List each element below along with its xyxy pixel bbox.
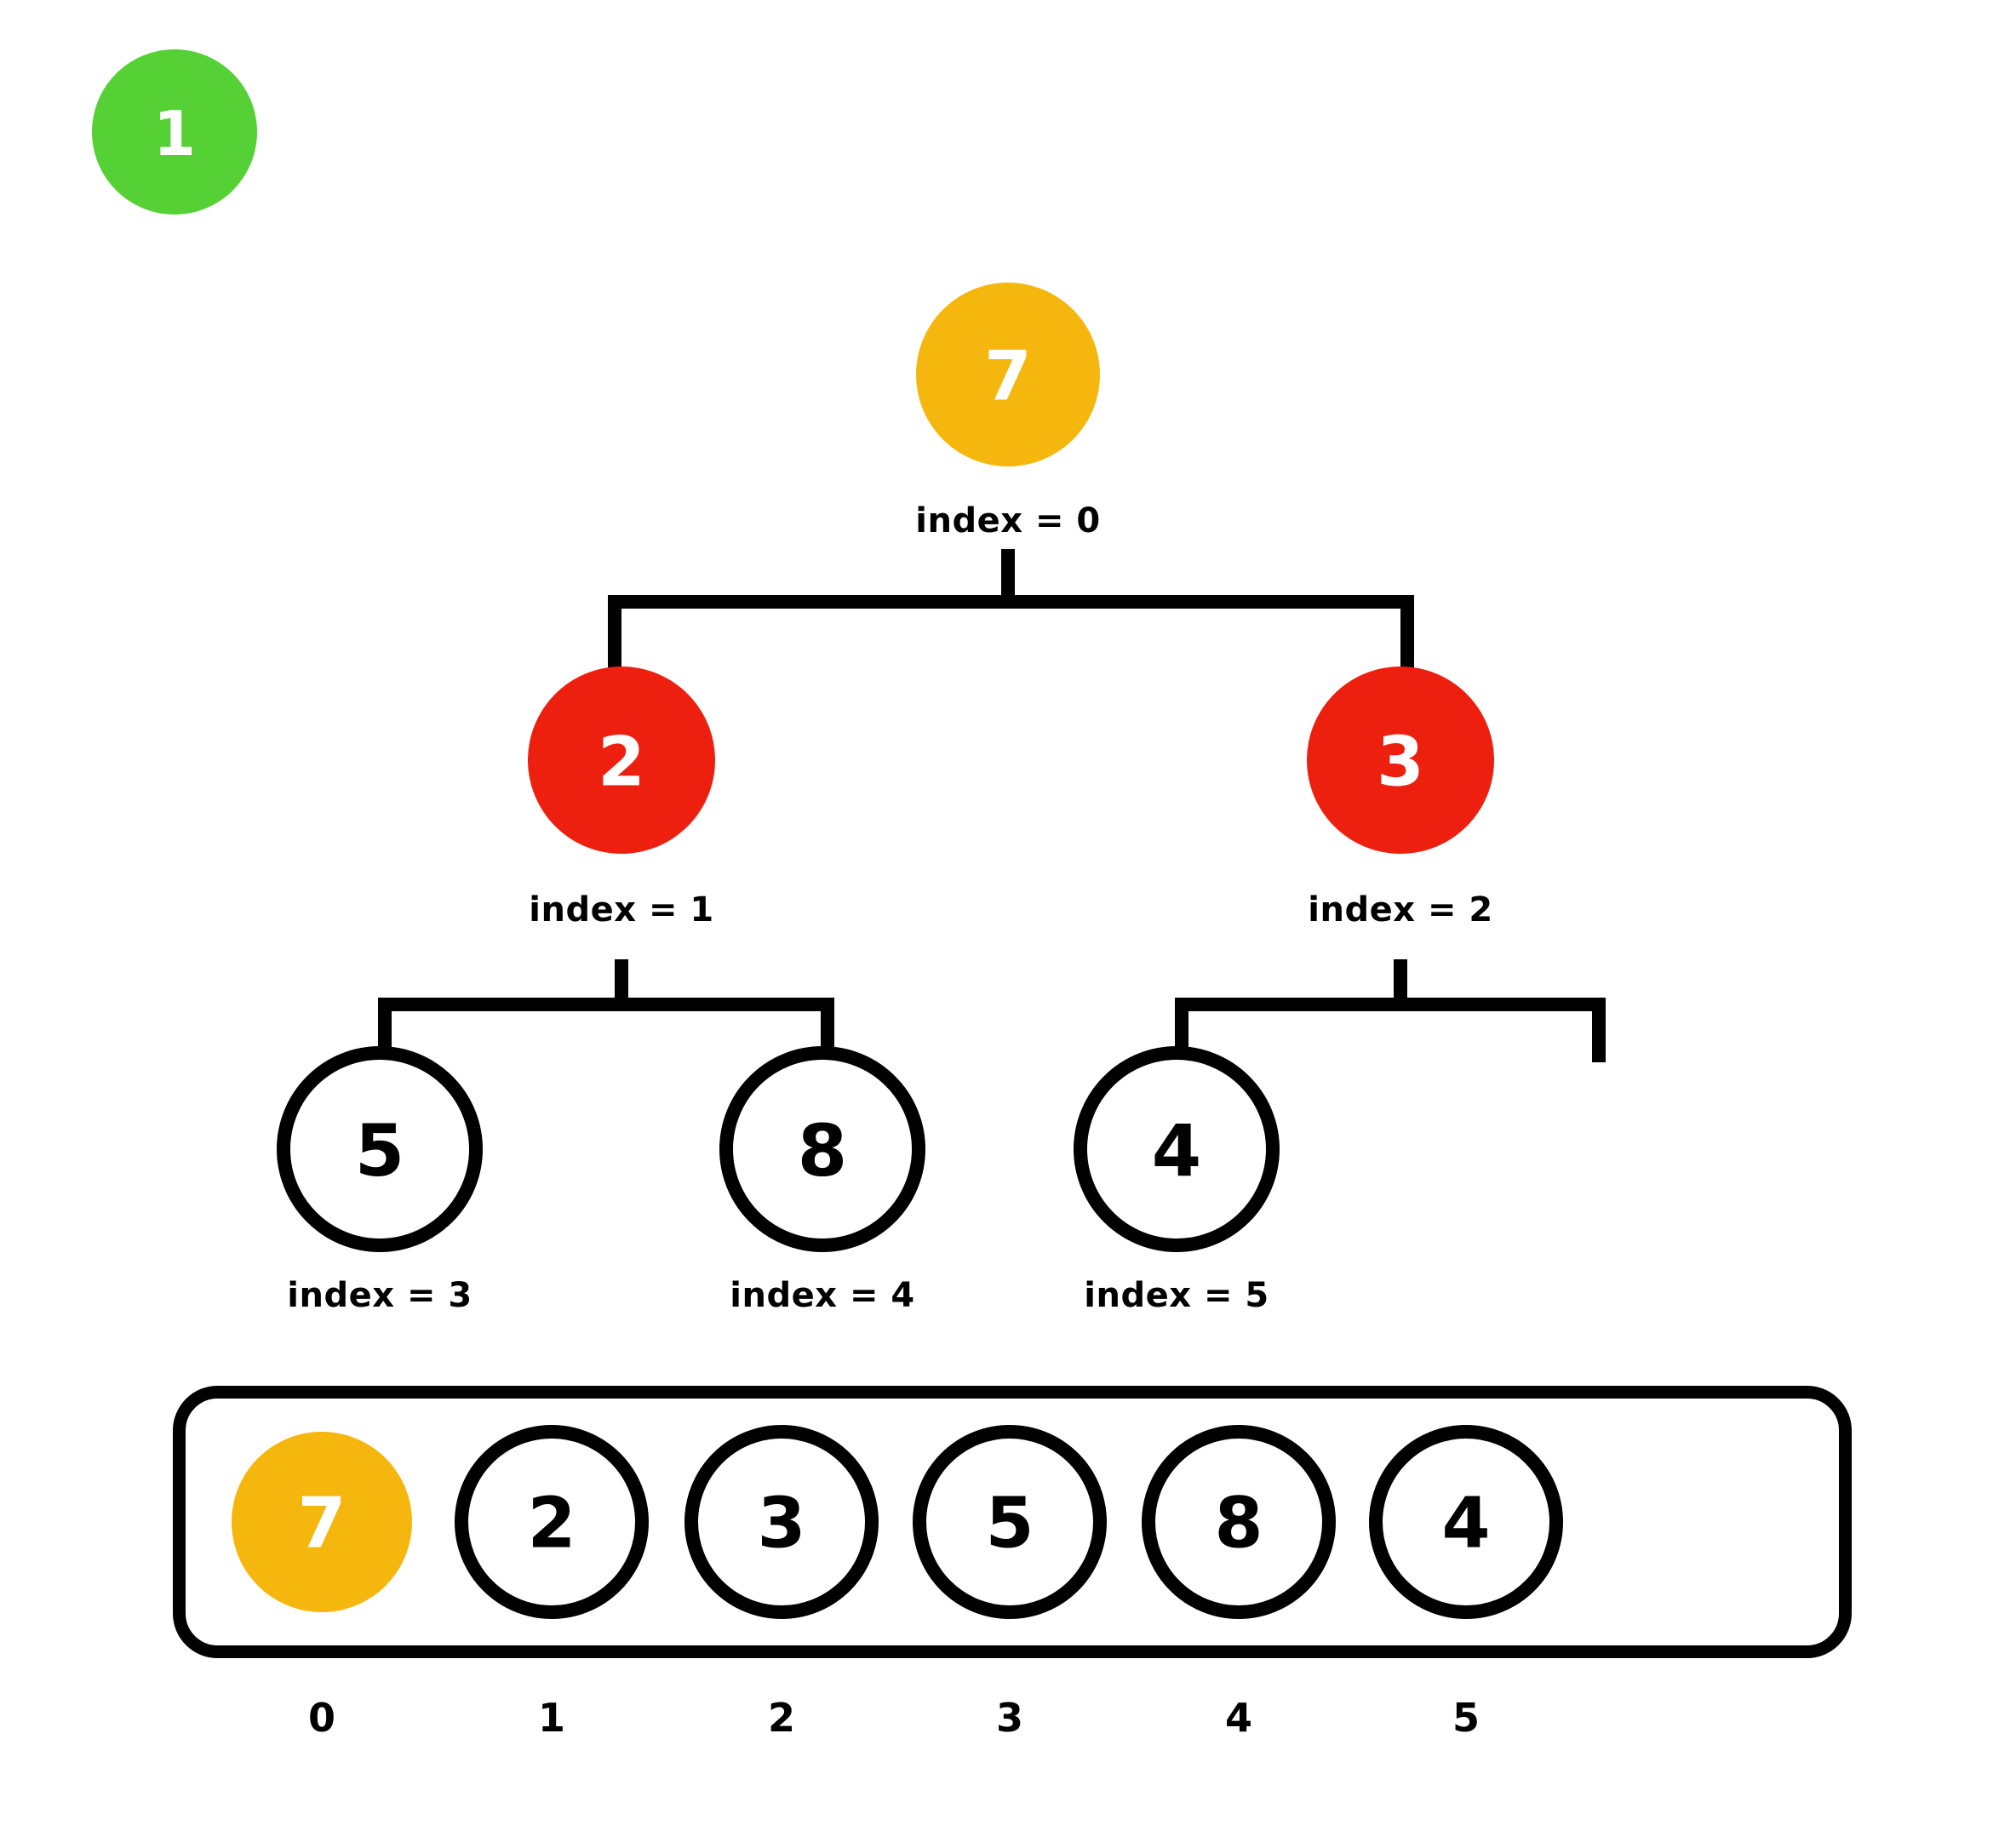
array-cell-value: 7	[297, 1484, 346, 1565]
node-index-label: index = 2	[1308, 890, 1492, 930]
array-cell-value: 3	[757, 1484, 805, 1565]
array-cell-circle[interactable]	[913, 1425, 1107, 1619]
tree-node-4[interactable]: 8 index = 4	[719, 1046, 925, 1315]
node-circle[interactable]	[1074, 1046, 1280, 1252]
node-circle[interactable]	[719, 1046, 925, 1252]
array-cell-1[interactable]: 21	[455, 1425, 649, 1741]
array-cell-value: 8	[1214, 1484, 1263, 1565]
node-index-label: index = 4	[730, 1276, 914, 1315]
step-badge[interactable]: 1	[92, 49, 257, 215]
array-index-label: 4	[1225, 1695, 1252, 1741]
array-cell-circle[interactable]	[684, 1425, 879, 1619]
connector-root-to-children	[608, 549, 1414, 672]
array-cell-3[interactable]: 53	[913, 1425, 1107, 1741]
tree-node-1[interactable]: 2 index = 1	[528, 666, 715, 930]
step-badge-label: 1	[153, 98, 196, 169]
node-circle[interactable]	[1307, 666, 1494, 854]
array-cell-0[interactable]: 70	[232, 1432, 412, 1741]
node-value: 7	[984, 337, 1032, 416]
array-cell-value: 4	[1441, 1484, 1490, 1565]
tree-node-3[interactable]: 5 index = 3	[277, 1046, 483, 1315]
tree-node-0[interactable]: 7 index = 0	[915, 283, 1100, 541]
tree-connectors-layer	[378, 549, 1606, 1062]
step-badge-circle[interactable]	[92, 49, 257, 215]
node-index-label: index = 1	[529, 890, 713, 930]
array-cell-5[interactable]: 45	[1369, 1425, 1563, 1741]
node-value: 4	[1152, 1109, 1201, 1193]
array-cell-circle[interactable]	[1142, 1425, 1336, 1619]
connector-left-branch	[378, 959, 834, 1062]
array-cell-value: 5	[985, 1484, 1034, 1565]
node-value: 5	[355, 1109, 404, 1193]
array-index-label: 5	[1452, 1695, 1480, 1741]
array-cell-circle[interactable]	[455, 1425, 649, 1619]
node-value: 3	[1377, 723, 1424, 802]
array-cell-2[interactable]: 32	[684, 1425, 879, 1741]
array-cell-4[interactable]: 84	[1142, 1425, 1336, 1741]
connector-right-branch	[1175, 959, 1606, 1062]
node-circle[interactable]	[528, 666, 715, 854]
array-index-label: 1	[538, 1695, 565, 1741]
tree-node-5[interactable]: 4 index = 5	[1074, 1046, 1280, 1315]
node-value: 8	[798, 1109, 847, 1193]
array-cell-circle-highlighted[interactable]	[232, 1432, 412, 1612]
tree-node-2[interactable]: 3 index = 2	[1307, 666, 1494, 930]
node-value: 2	[598, 723, 645, 802]
array-index-label: 3	[996, 1695, 1023, 1741]
node-index-label: index = 0	[915, 501, 1100, 541]
node-index-label: index = 5	[1084, 1276, 1269, 1315]
array-index-label: 0	[308, 1695, 335, 1741]
array-cell-value: 2	[527, 1484, 576, 1565]
step-badge-layer: 1	[92, 49, 257, 215]
node-index-label: index = 3	[287, 1276, 472, 1315]
tree-nodes-layer: 7 index = 0 2 index = 1 3 index = 2 5 index = 3…	[277, 283, 1494, 1315]
node-circle[interactable]	[277, 1046, 483, 1252]
array-cell-circle[interactable]	[1369, 1425, 1563, 1619]
array-index-label: 2	[768, 1695, 795, 1741]
node-circle[interactable]	[916, 283, 1100, 466]
